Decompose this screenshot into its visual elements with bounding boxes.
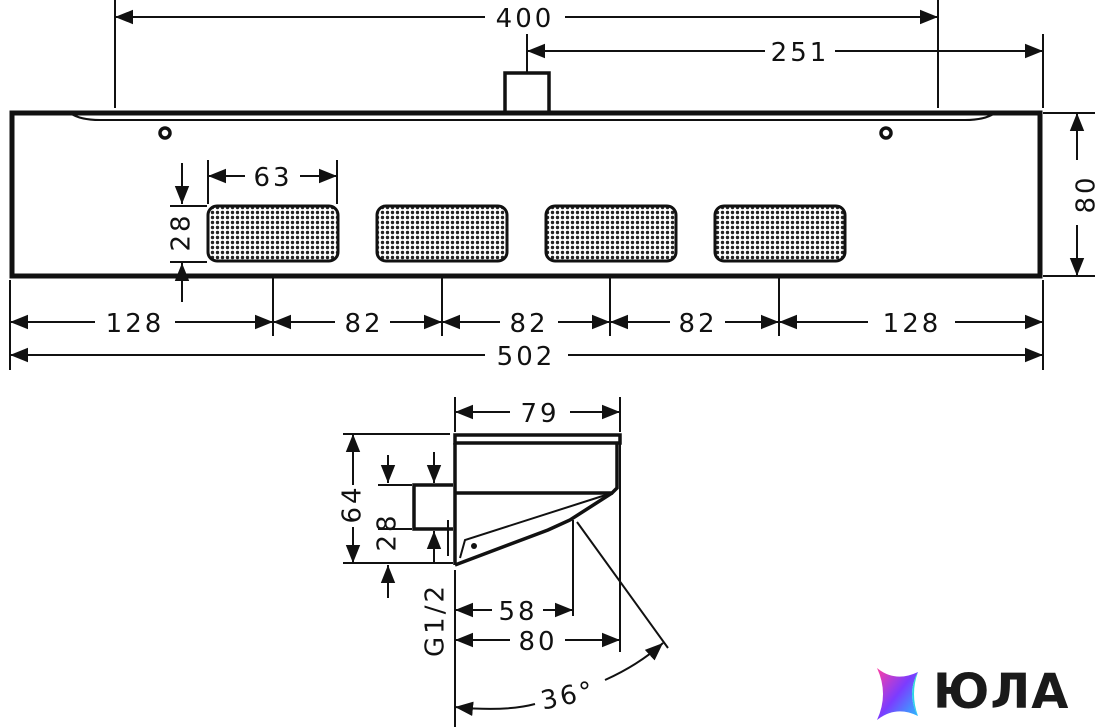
dim-side-depth: 79 [520,399,559,429]
mounting-hole-left [158,126,172,140]
dim-outlet-58: 58 [498,597,537,627]
dim-seg-3: 82 [678,309,717,339]
extension-lines-side [343,397,669,727]
side-outlet-hole [471,543,477,549]
inlet-connector [503,71,551,111]
shower-body-outline [9,110,1043,279]
dim-angle: 36° [538,676,598,717]
dim-top-overall: 400 [496,4,555,34]
side-wedge [454,491,613,567]
nozzle-field-3 [544,204,678,263]
nozzle-field-1 [206,204,340,263]
brand-name: ЮЛА [933,664,1070,720]
nozzle-field-2 [375,204,509,263]
dim-side-height: 64 [338,484,368,523]
side-inlet-block [412,483,453,531]
dim-total-width: 502 [497,342,556,372]
dim-top-offset: 251 [771,38,830,68]
nozzle-field-4 [713,204,847,263]
dim-height-front: 80 [1072,174,1100,213]
dim-seg-1: 82 [344,309,383,339]
dim-seg-left: 128 [106,309,165,339]
mounting-hole-right [879,126,893,140]
side-wedge-inner [459,492,613,559]
dim-side-inlet: 28 [373,512,403,551]
dim-seg-right: 128 [883,309,942,339]
dim-outlet-80: 80 [518,627,557,657]
side-view: 79 64 28 G1/2 58 80 36° [338,397,669,727]
front-view: 400 251 80 63 28 128 82 82 82 128 [9,0,1100,372]
dim-nozzle-width: 63 [253,163,292,193]
dim-seg-2: 82 [509,309,548,339]
brand-logo: ЮЛА [873,662,1098,724]
brand-logo-mark [877,668,918,720]
shower-body-top-edge [69,112,996,121]
dim-nozzle-height: 28 [167,212,197,251]
side-top-plate [453,433,622,445]
side-body [453,443,619,565]
dim-thread: G1/2 [421,583,451,657]
